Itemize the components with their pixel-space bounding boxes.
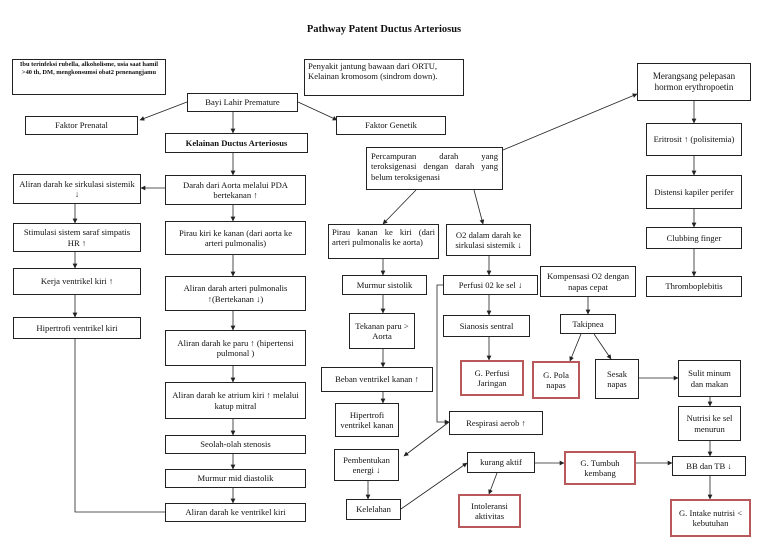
node-intoleransi: Intoleransi aktivitas (458, 494, 521, 528)
connector-0 (139, 101, 188, 121)
node-g-intake: G. Intake nutrisi < kebutuhan (670, 499, 751, 537)
node-kerja-ventrikel: Kerja ventrikel kiri ↑ (13, 268, 141, 295)
node-sesak-napas: Sesak napas (595, 359, 639, 399)
node-aliran-paru: Aliran darah ke paru ↑ (hipertensi pulmo… (165, 330, 306, 366)
connector-28 (400, 462, 468, 510)
node-murmur-diastolik: Murmur mid diastolik (165, 469, 306, 488)
node-pirau-kiri-kanan: Pirau kiri ke kanan (dari aorta ke arter… (165, 221, 306, 255)
node-sulit-minum: Sulit minum dan makan (678, 360, 741, 397)
node-seolah-stenosis: Seolah-olah stenosis (165, 435, 306, 454)
connector-17 (473, 189, 485, 225)
node-kurang-aktif: kurang aktif (467, 452, 535, 473)
node-hipertrofi-kiri: Hipertrofi ventrikel kiri (13, 317, 141, 339)
node-darah-aorta-pda: Darah dari Aorta melalui PDA bertekanan … (165, 175, 306, 205)
node-g-pola-napas: G. Pola napas (532, 361, 580, 399)
node-aliran-ventrikel-kiri: Aliran darah ke ventrikel kiri (165, 503, 306, 522)
node-distensi: Distensi kapiler perifer (646, 175, 742, 209)
node-pirau-kanan-kiri: Pirau kanan ke kiri (dari arteri pulmona… (328, 224, 439, 259)
node-kelelahan: Kelelahan (346, 499, 401, 520)
connector-33 (569, 333, 582, 362)
node-faktor-genetik: Faktor Genetik (336, 116, 446, 135)
node-tekanan-paru: Tekanan paru > Aorta (349, 313, 415, 349)
node-murmur-sistolik: Murmur sistolik (342, 275, 427, 295)
node-perfusi-o2: Perfusi 02 ke sel ↓ (443, 275, 538, 295)
node-faktor-prenatal: Faktor Prenatal (25, 116, 138, 135)
node-kompensasi-o2: Kompensasi O2 dengan napas cepat (540, 266, 636, 297)
node-aliran-atrium-kiri: Aliran darah ke atrium kiri ↑ melalui ka… (165, 382, 306, 419)
node-aliran-arteri-pulmonalis: Aliran darah arteri pulmonalis ↑(Berteka… (165, 276, 306, 311)
node-thromboplebitis: Thromboplebitis (646, 276, 742, 297)
node-g-perfusi: G. Perfusi Jaringan (460, 360, 524, 396)
node-percampuran-darah: Percampuran darah yang teroksigenasi den… (366, 147, 503, 190)
diagram-title: Pathway Patent Ductus Arteriosus (306, 24, 462, 35)
node-nutrisi-sel: Nutrisi ke sel menurun (678, 406, 741, 441)
node-bb-tb: BB dan TB ↓ (672, 456, 746, 476)
connector-39 (502, 93, 638, 151)
node-pembentukan-energi: Pembentukan energi ↓ (334, 449, 399, 481)
node-o2-sistemik: O2 dalam darah ke sirkulasi sistemik ↓ (446, 224, 531, 256)
connector-16 (382, 189, 417, 225)
node-hipertrofi-kanan: Hipertrofi ventrikel kanan (335, 403, 399, 437)
connector-25 (436, 284, 450, 425)
node-clubbing: Clubbing finger (646, 227, 742, 249)
connector-34 (593, 333, 612, 360)
node-takipnea: Takipnea (560, 314, 616, 334)
node-eritrosit: Eritrosit ↑ (polisitemia) (646, 123, 742, 156)
connector-26 (403, 421, 450, 457)
connector-1 (297, 101, 338, 121)
node-faktor-ibu: Ibu terinfeksi rubella, alkoholisme, usi… (12, 59, 166, 95)
node-merangsang: Merangsang pelepasan hormon erythropoeti… (637, 63, 751, 101)
connector-29 (488, 472, 498, 495)
node-aliran-sistemik-kiri: Aliran darah ke sirkulasi sistemik ↓ (13, 174, 141, 204)
node-g-tumbuh: G. Tumbuh kembang (564, 451, 636, 485)
node-bayi-prematur: Bayi Lahir Premature (187, 93, 298, 112)
node-stimulasi-saraf: Stimulasi sistem saraf simpatis HR ↑ (13, 223, 141, 252)
node-respirasi-aerob: Respirasi aerob ↑ (449, 411, 543, 435)
node-beban-ventrikel: Beban ventrikel kanan ↑ (321, 367, 433, 392)
node-sianosis: Sianosis sentral (443, 315, 530, 337)
node-penyakit-genetik: Penyakit jantung bawaan dari ORTU, Kelai… (304, 59, 464, 96)
connector-15 (74, 339, 165, 513)
node-kelainan-ductus: Kelainan Ductus Arteriosus (165, 133, 308, 153)
